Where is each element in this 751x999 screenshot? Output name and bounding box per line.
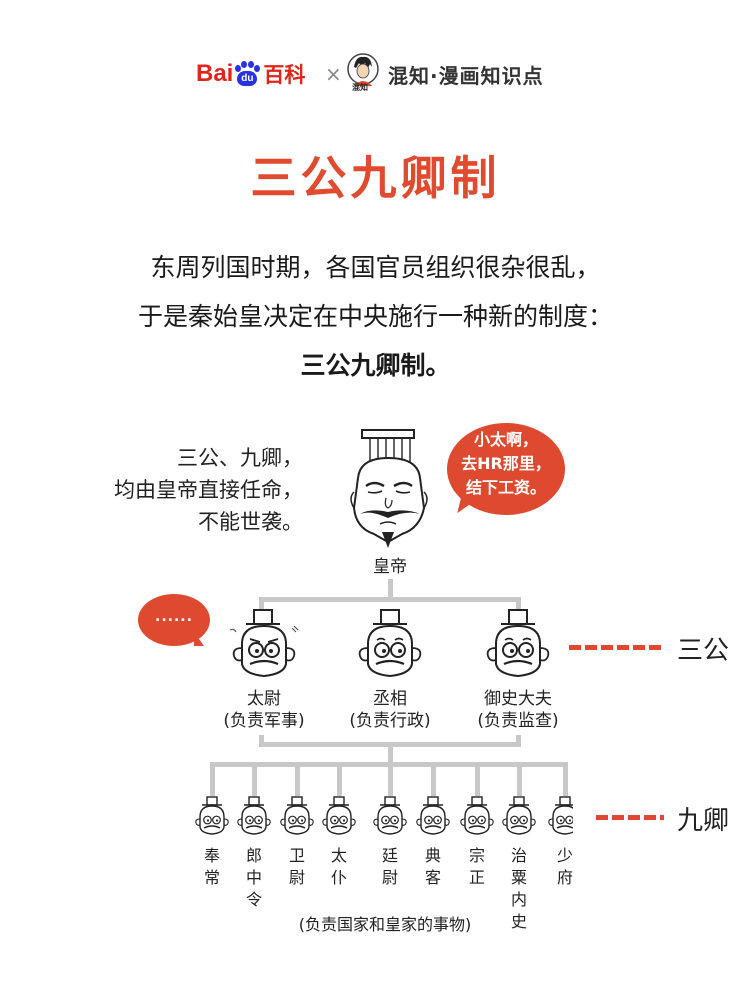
connector [516,735,521,747]
emperor-face-icon [350,429,428,548]
lord-duty: (负责行政) [349,711,431,731]
minister-name: 卫尉 [288,846,305,887]
minister-name: 郎中令 [245,846,262,909]
tier-dash-nine-ministers [596,815,664,820]
lord-name: 太尉 [247,689,281,709]
baidu-baike-logo: Bai du 百科 [196,58,305,90]
chengxiang-face-icon [358,609,422,678]
minister-name: 典客 [424,846,441,887]
connector [259,735,264,747]
baidu-paw-icon: du [234,61,261,87]
partner-name: 混知·漫画知识点 [388,64,544,88]
intro-line-2: 于是秦始皇决定在中央施行一种新的制度： [137,302,613,331]
bubble-line: 结下工资。 [465,478,546,497]
minister-zhisuneishi: 治粟内史 [509,845,529,933]
bubble-line: 小太啊， [473,430,538,449]
taiwei-speech-bubble: ...... [138,594,210,646]
connector [259,597,521,602]
minister-name: 治粟内史 [510,846,527,931]
minister-fengchang: 奉常 [202,845,222,889]
note-line: 不能世袭。 [198,510,303,534]
minister-taipu: 太仆 [329,845,349,889]
hunzhi-avatar-icon: 混知 [347,53,379,92]
note-line: 三公、九卿， [177,446,303,470]
lord-taiwei: 太尉 (负责军事) [204,688,324,732]
minister-name: 太仆 [330,846,347,887]
baidu-text: Bai [196,60,234,87]
yushidafu-face-icon [486,609,550,678]
lord-chengxiang: 丞相 (负责行政) [330,688,450,732]
connector [259,597,264,611]
note-line: 均由皇帝直接任命， [114,478,303,502]
nine-ministers-faces [195,796,573,835]
lord-duty: (负责监查) [477,711,559,731]
collab-times: × [325,62,342,86]
minister-weiwei: 卫尉 [287,845,307,889]
ministers-duty: (负责国家和皇家的事物) [298,915,472,934]
connector [388,579,393,601]
intro-line-3: 三公九卿制。 [300,351,451,380]
svg-text:混知: 混知 [352,82,368,92]
lord-yushidafu: 御史大夫 (负责监查) [458,688,578,732]
minister-shaofu: 少府 [555,845,575,889]
minister-tingwei: 廷尉 [380,845,400,889]
appointment-note: 三公、九卿， 均由皇帝直接任命， 不能世袭。 [53,442,303,538]
minister-name: 宗正 [468,846,485,887]
connector [252,762,257,796]
minister-zongzheng: 宗正 [467,845,487,889]
connector [563,762,568,796]
connector [431,762,436,796]
minister-name: 奉常 [203,846,220,887]
connector [210,762,568,767]
tier-dash-three-lords [569,645,663,650]
tier-label-three-lords: 三公 [677,636,730,666]
connector [517,762,522,796]
minister-langzhongling: 郎中令 [244,845,264,911]
bubble-line: 去HR那里， [461,454,551,473]
connector [388,742,393,796]
lord-name: 御史大夫 [484,689,552,709]
lord-duty: (负责军事) [223,711,305,731]
connector [475,762,480,796]
taiwei-face-icon [229,609,299,678]
intro-line-1: 东周列国时期，各国官员组织很杂很乱， [150,253,601,282]
page-title: 三公九卿制 [250,151,501,205]
baike-text: 百科 [263,64,306,87]
minister-name: 少府 [556,846,573,887]
emperor-speech-bubble: 小太啊， 去HR那里， 结下工资。 [447,423,565,515]
tier-label-nine-ministers: 九卿 [677,806,730,836]
connector [295,762,300,796]
lord-name: 丞相 [373,689,407,709]
connector [210,762,215,796]
connector [337,762,342,796]
minister-name: 廷尉 [381,846,398,887]
connector [516,597,521,611]
minister-dianke: 典客 [423,845,443,889]
emperor-label: 皇帝 [373,557,407,577]
